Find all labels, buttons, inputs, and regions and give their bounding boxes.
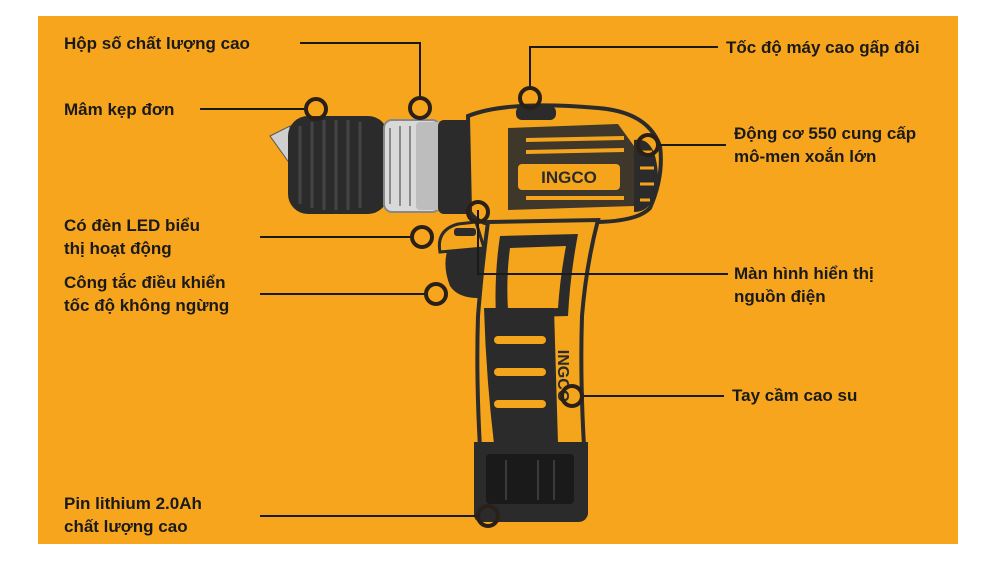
label-switch-line1: Công tắc điều khiển [64, 273, 226, 292]
marker-display [466, 200, 490, 224]
label-display-line2: nguồn điện [734, 287, 826, 306]
leader-lines [200, 42, 728, 517]
label-chuck: Mâm kẹp đơn [64, 98, 174, 121]
marker-led [410, 225, 434, 249]
label-led-line2: thị hoạt động [64, 239, 172, 258]
label-motor: Động cơ 550 cung cấp mô-men xoắn lớn [734, 122, 916, 168]
label-chuck-text: Mâm kẹp đơn [64, 100, 175, 119]
label-grip: Tay cầm cao su [732, 384, 857, 407]
label-display: Màn hình hiển thị nguồn điện [734, 262, 874, 308]
marker-switch [424, 282, 448, 306]
label-led-line1: Có đèn LED biểu [64, 216, 200, 235]
label-battery-line1: Pin lithium 2.0Ah [64, 494, 202, 513]
label-gearbox: Hộp số chất lượng cao [64, 32, 250, 55]
label-speed: Tốc độ máy cao gấp đôi [726, 36, 920, 59]
label-led: Có đèn LED biểu thị hoạt động [64, 214, 200, 260]
chuck-tip [269, 125, 291, 166]
marker-chuck [304, 97, 328, 121]
feature-panel: INGCO INGCO [38, 16, 958, 544]
marker-grip [560, 384, 584, 408]
label-speed-text: Tốc độ máy cao gấp đôi [726, 38, 920, 57]
label-grip-text: Tay cầm cao su [732, 386, 858, 405]
label-battery: Pin lithium 2.0Ah chất lượng cao [64, 492, 202, 538]
drill-illustration: INGCO INGCO [200, 42, 728, 528]
marker-battery [476, 504, 500, 528]
brand-logo-body: INGCO [541, 168, 597, 187]
marker-motor [636, 133, 660, 157]
label-motor-line2: mô-men xoắn lớn [734, 147, 877, 166]
label-gearbox-text: Hộp số chất lượng cao [64, 34, 250, 53]
marker-speed [518, 86, 542, 110]
marker-gearbox [408, 96, 432, 120]
label-display-line1: Màn hình hiển thị [734, 264, 874, 283]
label-battery-line2: chất lượng cao [64, 517, 188, 536]
label-switch: Công tắc điều khiển tốc độ không ngừng [64, 271, 229, 317]
chuck-body [288, 116, 388, 214]
label-motor-line1: Động cơ 550 cung cấp [734, 124, 917, 143]
label-switch-line2: tốc độ không ngừng [64, 296, 230, 315]
